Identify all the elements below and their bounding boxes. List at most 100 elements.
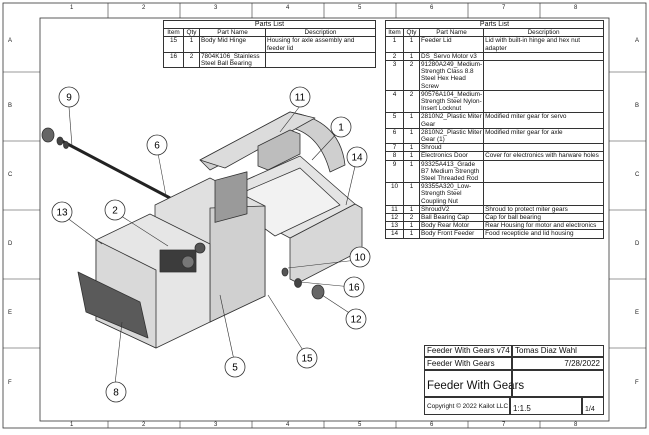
- tb-title: Feeder With Gears: [424, 370, 524, 397]
- bearing-cap: [311, 284, 325, 300]
- callout-5-label: 5: [232, 363, 238, 374]
- zone-col-5-bottom: 5: [358, 422, 362, 428]
- cell-description: [483, 89, 604, 114]
- cell-description: [483, 143, 604, 153]
- callout-14: 14: [346, 146, 368, 168]
- zone-row-c-right: C: [635, 172, 640, 178]
- cell-description: [265, 51, 376, 69]
- cell-item: 8: [385, 151, 404, 161]
- zone-row-f: F: [8, 380, 12, 386]
- parts-list-left: Parts List Item Qty Part Name Descriptio…: [163, 20, 376, 69]
- cell-item: 2: [385, 51, 404, 62]
- cell-part-name: Body Front Feeder: [418, 229, 485, 239]
- cell-part-name: 2810N2_Plastic Miter Gear: [418, 112, 485, 129]
- threaded-rod: [59, 138, 171, 200]
- cell-description: [483, 159, 604, 184]
- cell-description: Cover for electronics with harware holes: [483, 151, 604, 161]
- callout-10-label: 10: [354, 253, 366, 264]
- callout-13: 13: [51, 201, 73, 223]
- cell-part-name: ShroudV2: [418, 204, 485, 215]
- zone-col-6: 6: [430, 5, 434, 11]
- tb-created-by-value: Tomas Diaz Wahl: [515, 346, 577, 355]
- cell-part-name: 93325A413_Grade B7 Medium Strength Steel…: [418, 159, 485, 184]
- callout-8: 8: [105, 381, 127, 403]
- cell-part-name: Electronics Door: [418, 151, 485, 161]
- cell-part-name: 90576A104_Medium-Strength Steel Nylon-In…: [418, 89, 485, 114]
- cell-qty: 1: [183, 36, 200, 53]
- cell-description: [483, 51, 604, 62]
- cell-item: 3: [385, 60, 404, 91]
- rod-nut-left: [41, 127, 55, 143]
- callout-2-label: 2: [112, 206, 118, 217]
- cell-description: Housing for axle assembly and feeder lid: [265, 36, 376, 53]
- zone-col-1: 1: [70, 5, 74, 11]
- sheet-inner-border: [39, 17, 610, 422]
- callout-6: 6: [146, 134, 168, 156]
- callout-9-label: 9: [66, 93, 72, 104]
- servo-shaft: [194, 242, 206, 254]
- cell-qty: 1: [403, 143, 420, 153]
- zone-row-e-right: E: [635, 310, 640, 316]
- cell-description: Rear Housing for motor and electronics: [483, 221, 604, 231]
- coupling-nut: [281, 267, 289, 277]
- zone-col-6-bottom: 6: [430, 422, 434, 428]
- zone-row-b-right: B: [635, 103, 640, 109]
- callout-16: 16: [343, 276, 365, 298]
- feeder-lid-top: [199, 111, 316, 169]
- cell-qty: 2: [403, 60, 420, 91]
- callout-12-label: 12: [350, 315, 362, 326]
- cell-description: Cap for ball bearing: [483, 213, 604, 223]
- tb-created-date-value: 7/28/2022: [564, 359, 600, 368]
- cell-item: 1: [385, 36, 404, 53]
- ball-bearing: [294, 278, 302, 288]
- parts-list-right: Parts List Item Qty Part Name Descriptio…: [385, 20, 604, 239]
- tb-copyright-value: Copyright © 2022 Kailot LLC: [427, 403, 509, 410]
- zone-col-5: 5: [358, 5, 362, 11]
- cell-qty: 2: [403, 213, 420, 223]
- callout-10: 10: [349, 246, 371, 268]
- cell-item: 14: [385, 229, 404, 239]
- parts-list-right-header: Item Qty Part Name Description: [385, 28, 604, 38]
- tb-sheet-value: 1/4: [585, 406, 595, 413]
- cell-qty: 2: [403, 89, 420, 114]
- tb-sheet: 1/4: [582, 397, 604, 415]
- tb-part-number-value: Feeder With Gears v74: [427, 346, 510, 355]
- cell-qty: 1: [403, 112, 420, 129]
- tb-description: [512, 370, 604, 397]
- zone-col-7: 7: [502, 5, 506, 11]
- rod-washer-left: [56, 136, 64, 146]
- electronics-door: [77, 271, 149, 339]
- zone-row-e: E: [8, 310, 13, 316]
- cell-item: 16: [163, 51, 184, 69]
- zone-row-d: D: [8, 241, 13, 247]
- zone-col-2: 2: [142, 5, 146, 11]
- tb-created-by: Tomas Diaz Wahl: [512, 345, 604, 357]
- sheet-outer-border: [2, 2, 647, 429]
- callout-15: 15: [296, 347, 318, 369]
- zone-col-8: 8: [574, 5, 578, 11]
- callout-11: 11: [289, 86, 311, 108]
- tb-scale: 1:1.5: [510, 397, 582, 415]
- cell-qty: 1: [403, 221, 420, 231]
- callout-13-label: 13: [56, 208, 68, 219]
- cell-part-name: 93355A320_Low-Strength Steel Coupling Nu…: [418, 182, 485, 206]
- cell-item: 13: [385, 221, 404, 231]
- callout-14-label: 14: [351, 153, 363, 164]
- zone-col-4-bottom: 4: [286, 422, 290, 428]
- cell-qty: 1: [403, 159, 420, 184]
- table-row: 16 2 7804K106_Stainless Steel Ball Beari…: [163, 51, 376, 69]
- tb-scale-value: 1:1.5: [513, 404, 531, 413]
- callout-1: 1: [330, 116, 352, 138]
- tb-part-number: Feeder With Gears v74: [424, 345, 512, 357]
- callout-1-label: 1: [338, 123, 344, 134]
- rod-washer-left-2: [63, 141, 69, 149]
